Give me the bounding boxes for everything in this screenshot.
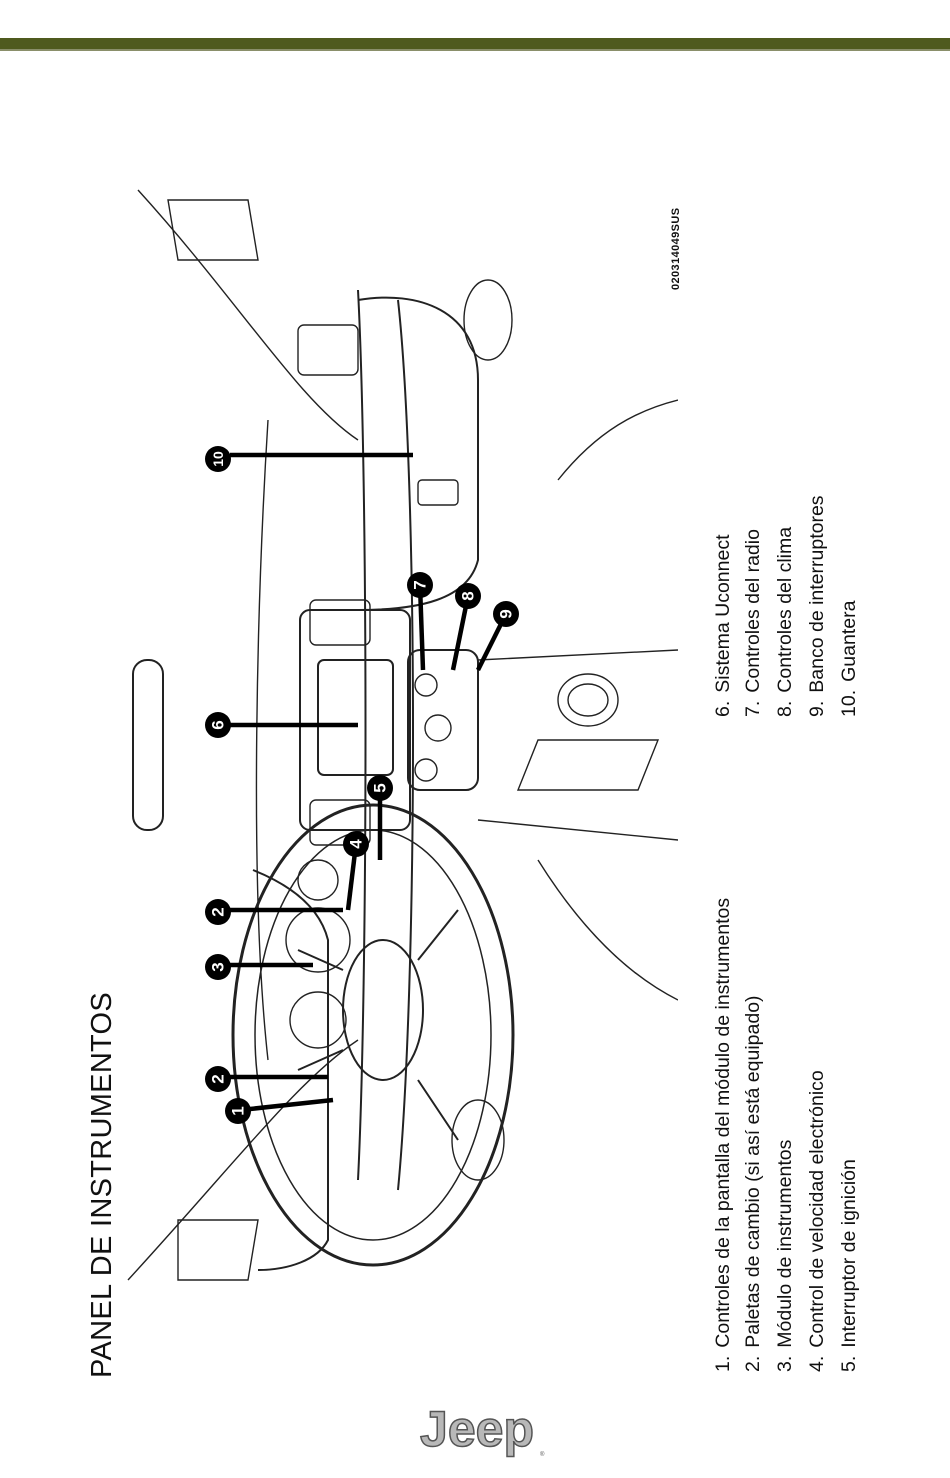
legend-item-4: 4.Control de velocidad electrónico <box>806 1070 828 1372</box>
callout-1: 1 <box>225 1098 251 1124</box>
instrument-panel-illustration: 10 6 2 3 2 1 4 5 7 8 9 <box>127 189 678 1281</box>
callout-4: 4 <box>343 831 369 857</box>
svg-text:Jeep: Jeep <box>420 1401 534 1457</box>
svg-text:2: 2 <box>209 907 228 916</box>
svg-text:10: 10 <box>210 451 226 467</box>
legend-item-3: 3.Módulo de instrumentos <box>774 1139 796 1372</box>
callout-9: 9 <box>493 601 519 627</box>
callout-8: 8 <box>455 583 481 609</box>
legend-item-2: 2.Paletas de cambio (si así está equipad… <box>742 995 764 1372</box>
callout-10: 10 <box>205 446 231 472</box>
legend-item-8: 8.Controles del clima <box>774 526 796 717</box>
svg-text:2: 2 <box>209 1074 228 1083</box>
svg-text:®: ® <box>540 1451 545 1458</box>
legend-item-6: 6.Sistema Uconnect <box>712 534 734 717</box>
page-title: PANEL DE INSTRUMENTOS <box>86 991 118 1378</box>
legend-item-10: 10.Guantera <box>838 600 860 717</box>
svg-text:5: 5 <box>371 783 390 792</box>
callout-2-lower: 2 <box>205 1066 231 1092</box>
leader-1 <box>249 1097 334 1112</box>
legend-item-9: 9.Banco de interruptores <box>806 495 828 717</box>
svg-text:8: 8 <box>459 591 478 600</box>
legend-item-1: 1.Controles de la pantalla del módulo de… <box>712 897 734 1372</box>
jeep-logo: Jeep ® <box>419 1400 545 1458</box>
header-color-bar <box>0 38 950 49</box>
svg-text:9: 9 <box>497 609 516 618</box>
legend-item-7: 7.Controles del radio <box>742 529 764 717</box>
svg-text:1: 1 <box>229 1106 248 1115</box>
callout-3: 3 <box>205 954 231 980</box>
svg-text:7: 7 <box>411 580 430 589</box>
svg-text:6: 6 <box>209 720 228 729</box>
callout-7: 7 <box>407 572 433 598</box>
svg-text:3: 3 <box>209 962 228 971</box>
leader-7 <box>417 584 426 671</box>
svg-text:4: 4 <box>347 839 366 849</box>
legend-item-5: 5.Interruptor de ignición <box>838 1159 860 1372</box>
callout-6: 6 <box>205 712 231 738</box>
header-bar-shadow <box>0 49 950 51</box>
callout-2-upper: 2 <box>205 899 231 925</box>
callout-5: 5 <box>367 775 393 801</box>
